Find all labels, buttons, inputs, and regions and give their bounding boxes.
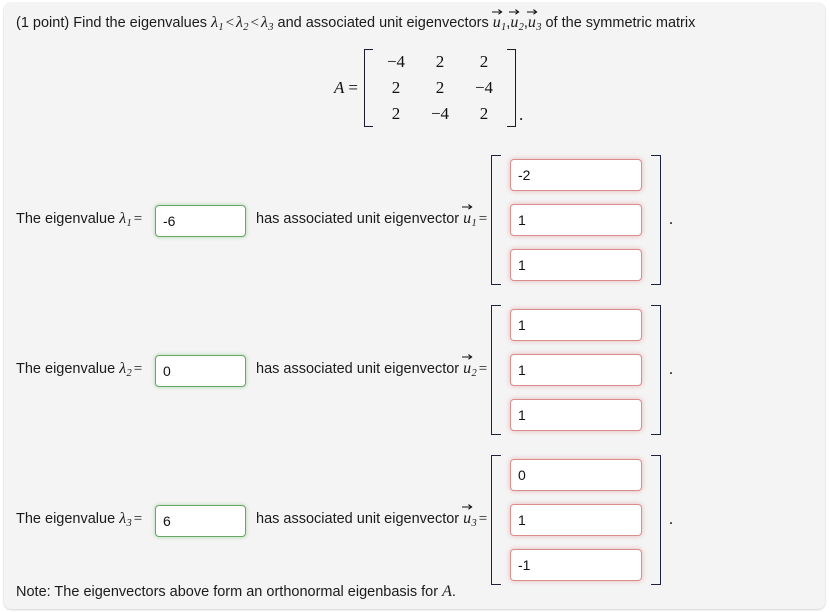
eigenvector-3-column: . xyxy=(491,455,673,585)
matrix-row: −4 2 2 xyxy=(374,49,506,75)
matrix-cell: 2 xyxy=(479,104,489,123)
eigenvector-2-period: . xyxy=(669,361,673,378)
eigenvector-1-period: . xyxy=(669,211,673,228)
matrix-row: 2 2 −4 xyxy=(374,75,506,101)
matrix-cell: −4 xyxy=(474,78,494,97)
question-text-c: of the symmetric matrix xyxy=(545,15,696,31)
u1-symbol: u1 xyxy=(462,204,477,229)
orthonormal-note: Note: The eigenvectors above form an ort… xyxy=(16,584,456,600)
lambda2-symbol: λ2 xyxy=(236,14,249,33)
question-statement: (1 point) Find the eigenvalues λ1<λ2<λ3 … xyxy=(16,9,696,33)
eigenvector-3-label: has associated unit eigenvector u3= xyxy=(256,504,489,529)
eigenvalue-1-input[interactable] xyxy=(155,205,246,237)
eigen-row-2: The eigenvalue λ2= has associated unit e… xyxy=(4,296,825,446)
note-text: Note: The eigenvectors above form an ort… xyxy=(16,584,439,600)
vector-arrow-icon xyxy=(462,354,473,360)
problem-panel: (1 point) Find the eigenvalues λ1<λ2<λ3 … xyxy=(4,3,825,609)
vector-bracket-left xyxy=(491,305,501,435)
eigenvector-1-entry-1[interactable] xyxy=(510,159,642,191)
u3-symbol: u3 xyxy=(462,504,477,529)
eigenvalue-2-input[interactable] xyxy=(155,355,246,387)
matrix-cell: 2 xyxy=(479,52,489,71)
matrix-cell: 2 xyxy=(435,78,445,97)
matrix-display: A = −4 2 2 2 2 −4 2 −4 2 xyxy=(334,49,523,127)
eigenvector-3-entry-2[interactable] xyxy=(510,504,642,536)
vector-inputs xyxy=(501,455,651,585)
vector-inputs xyxy=(501,305,651,435)
eigenvector-1-entry-2[interactable] xyxy=(510,204,642,236)
eigen-row-3: The eigenvalue λ3= has associated unit e… xyxy=(4,446,825,596)
note-matrix-symbol: A xyxy=(442,583,452,600)
eigenvalue-1-label: The eigenvalue λ1= xyxy=(16,210,143,229)
vector-bracket-right xyxy=(651,155,661,285)
lambda3-symbol: λ3 xyxy=(261,14,274,33)
eigenvector-3-entry-1[interactable] xyxy=(510,459,642,491)
matrix-cell: 2 xyxy=(391,104,401,123)
eigen-row-1: The eigenvalue λ1= has associated unit e… xyxy=(4,146,825,296)
eigenvalue-2-label: The eigenvalue λ2= xyxy=(16,360,143,379)
eigenvector-3-period: . xyxy=(669,511,673,528)
matrix-cell: −4 xyxy=(430,104,450,123)
eigenvector-2-column: . xyxy=(491,305,673,435)
matrix-cell: 2 xyxy=(435,52,445,71)
vector-arrow-icon xyxy=(462,504,473,510)
lambda1-symbol: λ1 xyxy=(211,14,224,33)
note-period: . xyxy=(451,584,456,600)
comma-2: , xyxy=(523,15,528,31)
eigenvector-2-entry-2[interactable] xyxy=(510,354,642,386)
u2-symbol: u2 xyxy=(509,9,524,33)
matrix-row: 2 −4 2 xyxy=(374,101,506,127)
lambda-symbol: λ1 xyxy=(119,210,132,229)
matrix-equals: = xyxy=(348,78,358,97)
eigenvalue-3-label: The eigenvalue λ3= xyxy=(16,510,143,529)
question-text-a: Find the eigenvalues xyxy=(73,15,208,31)
question-text-b: and associated unit eigenvectors xyxy=(277,15,489,31)
comma-1: , xyxy=(506,15,511,31)
eigenvector-2-entry-1[interactable] xyxy=(510,309,642,341)
matrix-cell: −4 xyxy=(386,52,406,71)
eigenvalue-3-input[interactable] xyxy=(155,505,246,537)
lambda-symbol: λ2 xyxy=(119,360,132,379)
vector-arrow-icon xyxy=(462,204,473,210)
vector-bracket-right xyxy=(651,305,661,435)
eigenvector-1-label: has associated unit eigenvector u1= xyxy=(256,204,489,229)
less-than-2: < xyxy=(250,15,259,31)
u3-symbol: u3 xyxy=(526,9,541,33)
matrix-name: A xyxy=(334,78,345,97)
vector-bracket-left xyxy=(491,155,501,285)
points-label: (1 point) xyxy=(16,15,70,31)
matrix-bracket-right xyxy=(506,49,516,127)
eigenvector-2-entry-3[interactable] xyxy=(510,399,642,431)
matrix-period: . xyxy=(518,105,524,124)
vector-bracket-left xyxy=(491,455,501,585)
eigenvector-3-entry-3[interactable] xyxy=(510,549,642,581)
u2-symbol: u2 xyxy=(462,354,477,379)
eigenvector-1-entry-3[interactable] xyxy=(510,249,642,281)
vector-bracket-right xyxy=(651,455,661,585)
vector-inputs xyxy=(501,155,651,285)
u1-symbol: u1 xyxy=(491,9,506,33)
matrix-grid: −4 2 2 2 2 −4 2 −4 2 xyxy=(374,49,506,127)
eigenvector-2-label: has associated unit eigenvector u2= xyxy=(256,354,489,379)
matrix-cell: 2 xyxy=(391,78,401,97)
less-than-1: < xyxy=(225,15,235,31)
matrix-bracket-left xyxy=(363,49,373,127)
lambda-symbol: λ3 xyxy=(119,510,132,529)
eigenvector-1-column: . xyxy=(491,155,673,285)
